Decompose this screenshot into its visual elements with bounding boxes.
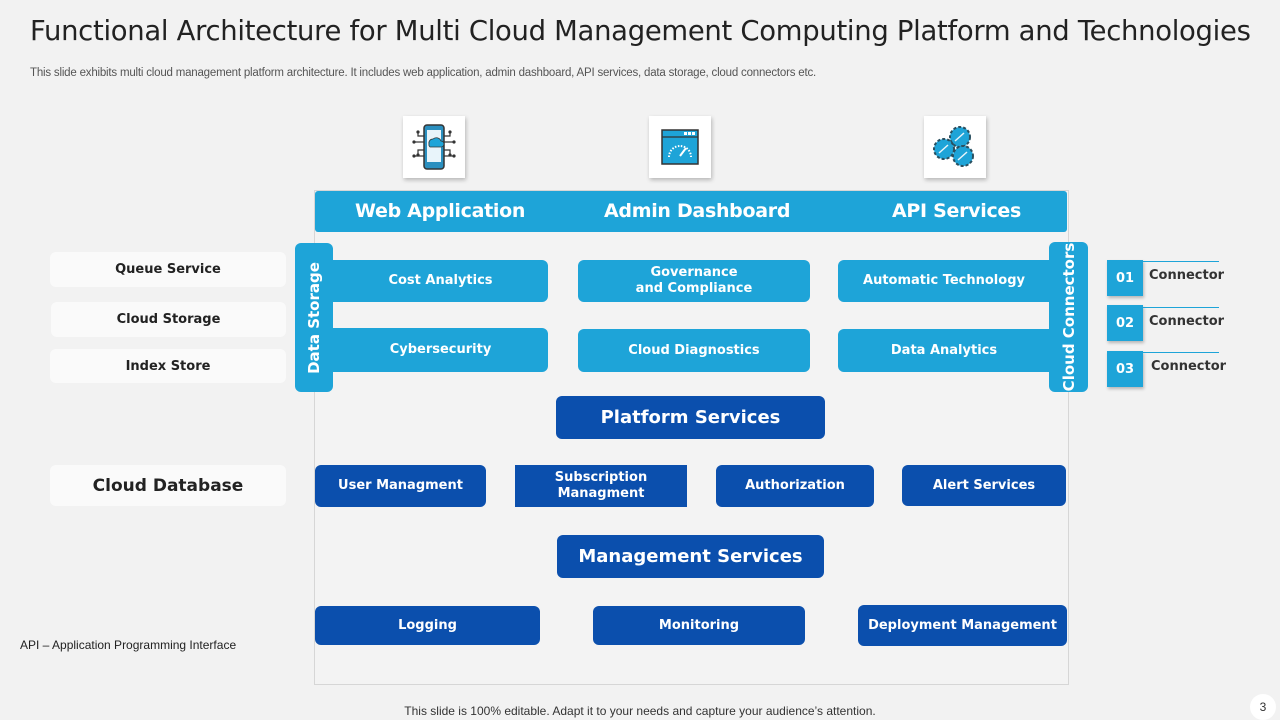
data-analytics-box: Data Analytics: [838, 329, 1050, 372]
web-application-label: Web Application: [355, 200, 526, 222]
monitoring-box: Monitoring: [593, 606, 805, 645]
logging-box: Logging: [315, 606, 540, 645]
connector-number: 02: [1107, 305, 1143, 341]
footnote: API – Application Programming Interface: [20, 638, 237, 652]
cloud-diagnostics-box: Cloud Diagnostics: [578, 329, 810, 372]
platform-services-header: Platform Services: [556, 396, 825, 439]
mobile-cloud-icon: [403, 116, 465, 178]
queue-service-box: Queue Service: [50, 252, 286, 287]
connector-label: Connector: [1149, 268, 1225, 283]
connector-line: [1143, 261, 1219, 262]
cybersecurity-box: Cybersecurity: [333, 328, 548, 372]
governance-box: Governance and Compliance: [578, 260, 810, 302]
management-services-header: Management Services: [557, 535, 824, 578]
top-bar: Web Application Admin Dashboard API Serv…: [315, 191, 1067, 232]
cloud-storage-box: Cloud Storage: [51, 302, 286, 337]
alert-services-box: Alert Services: [902, 465, 1066, 506]
connector-label: Connector: [1151, 359, 1227, 374]
connector-line: [1142, 352, 1219, 353]
connector-number: 03: [1107, 351, 1143, 387]
data-storage-bar: Data Storage: [295, 243, 333, 392]
api-services-label: API Services: [892, 200, 1022, 222]
automatic-technology-box: Automatic Technology: [838, 260, 1050, 302]
slide-subtitle: This slide exhibits multi cloud manageme…: [30, 67, 817, 79]
slide-title: Functional Architecture for Multi Cloud …: [30, 14, 1251, 47]
user-management-box: User Managment: [315, 465, 486, 507]
admin-dashboard-label: Admin Dashboard: [604, 200, 791, 222]
page-number: 3: [1250, 694, 1276, 720]
deployment-management-box: Deployment Management: [858, 605, 1067, 646]
index-store-box: Index Store: [50, 349, 286, 383]
cost-analytics-box: Cost Analytics: [333, 260, 548, 302]
connector-number: 01: [1107, 260, 1143, 296]
connector-line: [1143, 307, 1219, 308]
authorization-box: Authorization: [716, 465, 874, 507]
subscription-management-box: Subscription Managment: [515, 465, 687, 507]
footer-text: This slide is 100% editable. Adapt it to…: [404, 704, 876, 718]
dashboard-gauge-icon: [649, 116, 711, 178]
cloud-connectors-bar: Cloud Connectors: [1049, 242, 1088, 392]
gears-icon: [924, 116, 986, 178]
connector-label: Connector: [1149, 314, 1225, 329]
cloud-database-box: Cloud Database: [50, 465, 286, 506]
